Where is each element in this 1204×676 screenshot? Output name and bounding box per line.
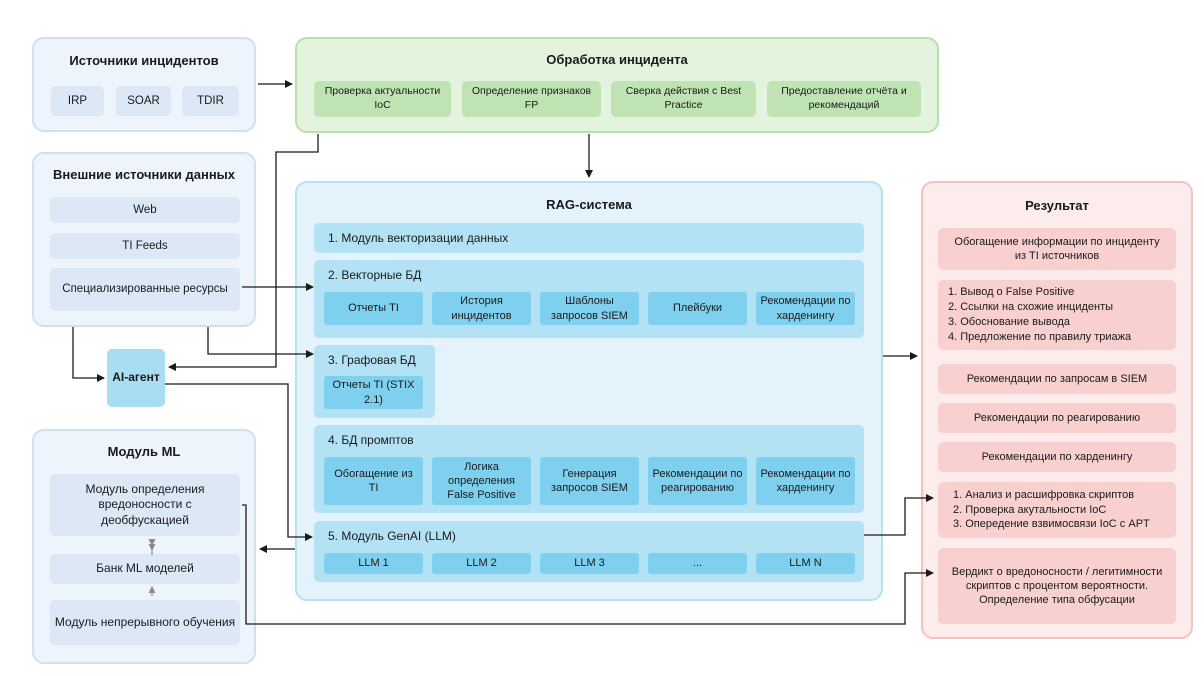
vector-incident-history: История инцидентов [432, 292, 531, 325]
external-special-resources: Специализированные ресурсы [50, 268, 240, 311]
result-enrichment: Обогащение информации по инциденту из TI… [938, 228, 1176, 270]
arrow-genai-to-script-list [864, 494, 934, 536]
rag-graph-db-row: 3. Графовая БД Отчеты TI (STIX 2.1) [314, 345, 435, 418]
processing-best-practice: Сверка действия с Best Practice [611, 81, 756, 117]
result-script-item-2: 2. Проверка акутальности IoC [953, 503, 1107, 516]
external-sources-title: Внешние источники данных [52, 167, 236, 182]
rag-system-panel: RAG-система 1. Модуль векторизации данны… [295, 181, 883, 601]
result-script-item-3: 3. Опередение взвимосвязи IoC с APT [953, 518, 1150, 531]
ml-module-title: Модуль ML [107, 444, 181, 459]
incident-processing-title: Обработка инцидента [546, 52, 688, 67]
rag-vectorization-label: 1. Модуль векторизации данных [328, 231, 509, 245]
processing-report: Предоставление отчёта и рекомендаций [767, 81, 921, 117]
external-ti-feeds: TI Feeds [50, 233, 240, 259]
external-sources-panel: Внешние источники данных Web TI Feeds Сп… [32, 152, 256, 327]
rag-prompts-db-row: 4. БД промптов Обогащение из TI Логика о… [314, 425, 864, 513]
result-response-recs: Рекомендации по реагированию [938, 403, 1176, 433]
vector-hardening: Рекомендации по харденингу [756, 292, 855, 325]
ml-module-panel: Модуль ML Модуль определения вредоноснос… [32, 429, 256, 664]
source-tdir: TDIR [182, 86, 239, 116]
llm-n: LLM N [756, 553, 855, 574]
incident-sources-panel: Источники инцидентов IRP SOAR TDIR [32, 37, 256, 132]
llm-ellipsis: ... [648, 553, 747, 574]
prompt-ti-enrichment: Обогащение из TI [324, 457, 423, 505]
external-web: Web [50, 197, 240, 223]
vector-siem-templates: Шаблоны запросов SIEM [540, 292, 639, 325]
arrow-external-to-graph-db [207, 327, 314, 358]
llm-3: LLM 3 [540, 553, 639, 574]
ml-malware-detection: Модуль определения вредоносности с деобф… [50, 474, 240, 536]
result-script-list: 1. Анализ и расшифровка скриптов 2. Пров… [938, 482, 1176, 538]
processing-fp-signs: Определение признаков FP [462, 81, 601, 117]
source-soar: SOAR [116, 86, 171, 116]
result-panel: Результат Обогащение информации по инцид… [921, 181, 1193, 639]
ml-model-bank: Банк ML моделей [50, 554, 240, 584]
ml-continuous-learning: Модуль непрерывного обучения [50, 600, 240, 645]
rag-vectorization-row: 1. Модуль векторизации данных [314, 223, 864, 253]
prompt-hardening-recs: Рекомендации по харденингу [756, 457, 855, 505]
result-hardening-recs: Рекомендации по харденингу [938, 442, 1176, 472]
rag-system-title: RAG-система [546, 197, 632, 212]
rag-vector-db-row: 2. Векторные БД Отчеты TI История инциде… [314, 260, 864, 338]
graph-ti-stix: Отчеты TI (STIX 2.1) [324, 376, 423, 409]
ai-agent-node: AI-агент [107, 349, 165, 407]
result-verdict: Вердикт о вредоносности / легитимности с… [938, 548, 1176, 624]
prompt-fp-logic: Логика определения False Positive [432, 457, 531, 505]
result-siem-recs: Рекомендации по запросам в SIEM [938, 364, 1176, 394]
vector-playbooks: Плейбуки [648, 292, 747, 325]
llm-2: LLM 2 [432, 553, 531, 574]
arrow-ai-agent-to-genai [165, 383, 313, 541]
result-fp-list: 1. Вывод о False Positive 2. Ссылки на с… [938, 280, 1176, 350]
result-fp-item-2: 2. Ссылки на схожие инциденты [948, 301, 1114, 314]
rag-genai-label: 5. Модуль GenAI (LLM) [328, 529, 456, 543]
vector-ti-reports: Отчеты TI [324, 292, 423, 325]
incident-sources-title: Источники инцидентов [69, 53, 219, 68]
llm-1: LLM 1 [324, 553, 423, 574]
result-title: Результат [1025, 198, 1089, 213]
rag-prompts-db-label: 4. БД промптов [328, 433, 414, 447]
prompt-response-recs: Рекомендации по реагированию [648, 457, 747, 505]
rag-vector-db-label: 2. Векторные БД [328, 268, 422, 282]
result-fp-item-4: 4. Предложение по правилу триажа [948, 330, 1132, 343]
prompt-siem-generation: Генерация запросов SIEM [540, 457, 639, 505]
incident-processing-panel: Обработка инцидента Проверка актуальност… [295, 37, 939, 133]
arrow-external-to-ai-agent [72, 327, 105, 382]
rag-genai-row: 5. Модуль GenAI (LLM) LLM 1 LLM 2 LLM 3 … [314, 521, 864, 582]
result-fp-item-3: 3. Обоснование вывода [948, 316, 1071, 328]
arrow-processing-to-ai-agent [168, 134, 319, 371]
source-irp: IRP [51, 86, 104, 116]
arrow-ml-to-verdict [242, 504, 934, 625]
rag-graph-db-label: 3. Графовая БД [328, 353, 416, 367]
result-fp-item-1: 1. Вывод о False Positive [948, 286, 1075, 299]
result-script-item-1: 1. Анализ и расшифровка скриптов [953, 488, 1135, 501]
processing-ioc-check: Проверка актуальности IoC [314, 81, 451, 117]
